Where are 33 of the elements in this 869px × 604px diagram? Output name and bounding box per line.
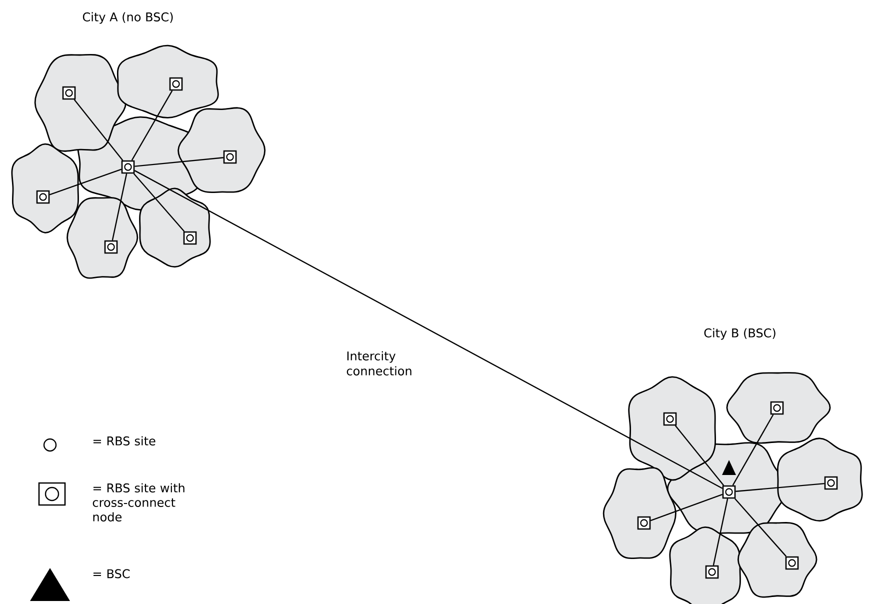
cross-connect-site: [770, 401, 784, 415]
cross-connect-site: [223, 150, 237, 164]
connection-line: [732, 414, 774, 486]
cross-connect-site: [637, 516, 651, 530]
cross-connect-site: [169, 77, 183, 91]
connection-line: [712, 498, 728, 566]
cross-connect-site: [705, 565, 719, 579]
connection-line: [49, 168, 122, 196]
cross-connect-site: [121, 160, 135, 174]
city-label: City A (no BSC): [82, 12, 173, 24]
legend-text: = BSC: [93, 569, 130, 578]
city-label: City B (BSC): [704, 328, 776, 340]
connection-line: [134, 170, 723, 489]
connection-line: [734, 498, 787, 557]
connection-line: [133, 173, 185, 232]
edge-label: Intercity connection: [346, 351, 412, 376]
legend-text: = RBS site with cross-connect node: [92, 483, 184, 522]
connection-line: [736, 482, 824, 492]
cross-connect-site: [183, 231, 197, 245]
connection-line: [674, 425, 724, 486]
legend-text: = RBS site: [93, 436, 156, 446]
cross-connect-site: [722, 485, 736, 499]
cross-connect-site: [104, 240, 118, 254]
connection-line: [74, 99, 124, 161]
connection-line: [134, 157, 224, 167]
cross-connect-site: [62, 86, 76, 100]
cross-connect-site: [824, 476, 838, 490]
cross-connect-site: [785, 556, 799, 570]
connection-line: [650, 494, 723, 522]
cross-connect-site: [663, 412, 677, 426]
connection-line: [112, 174, 128, 240]
connection-line: [131, 90, 173, 161]
cross-connect-site: [36, 190, 50, 204]
